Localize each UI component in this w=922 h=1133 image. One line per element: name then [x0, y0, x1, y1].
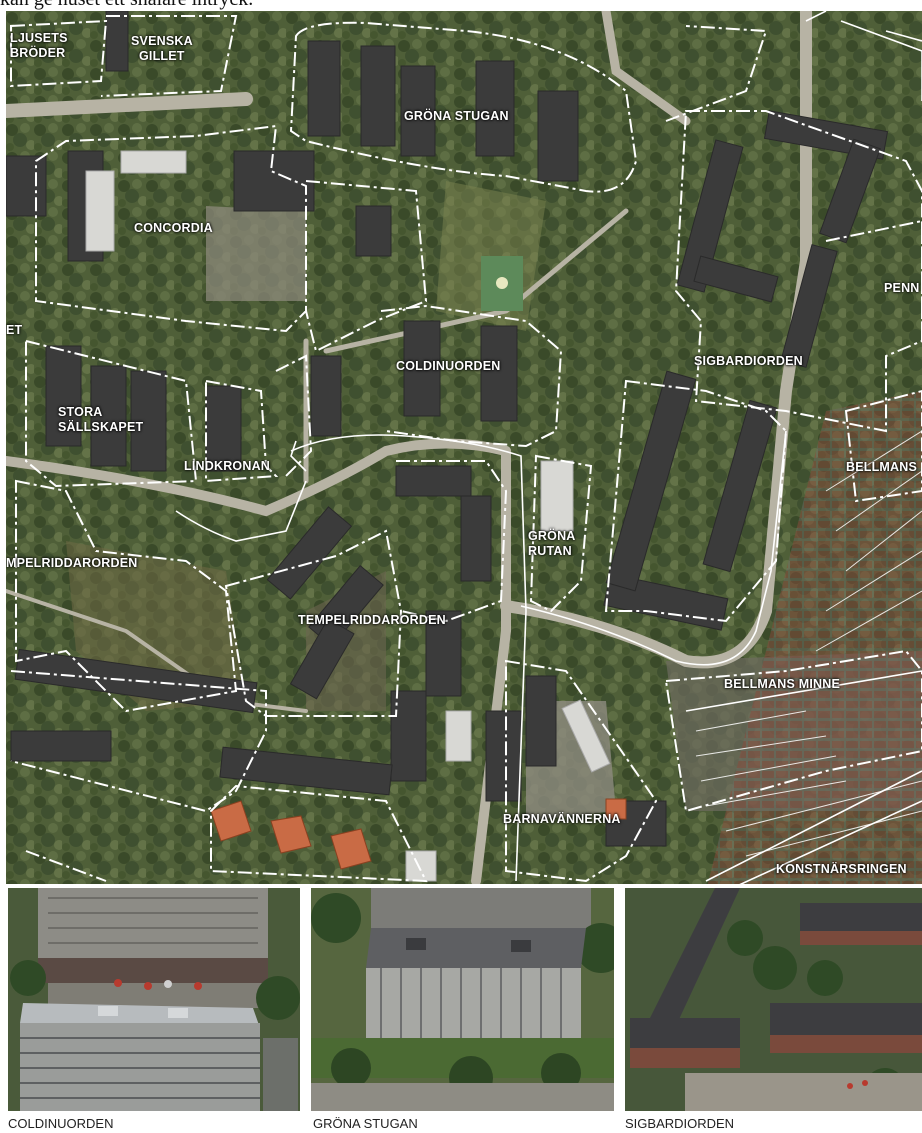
label-sigbardiorden: SIGBARDIORDEN — [694, 354, 803, 368]
aerial-map-graphic — [6, 11, 922, 884]
photo-grona-stugan — [311, 888, 614, 1111]
photo-sigbardiorden-graphic — [625, 888, 922, 1111]
label-lindkronan: LINDKRONAN — [184, 459, 271, 473]
photo-caption-grona-stugan: GRÖNA STUGAN — [313, 1116, 418, 1131]
photo-coldinuorden — [8, 888, 300, 1111]
label-konstnarsringen: KONSTNÄRSRINGEN — [776, 862, 907, 876]
photo-sigbardiorden — [625, 888, 922, 1111]
label-coldinuorden: COLDINUORDEN — [396, 359, 501, 373]
photo-caption-sigbardiorden: SIGBARDIORDEN — [625, 1116, 735, 1131]
label-grona-stugan: GRÖNA STUGAN — [404, 109, 509, 123]
label-bellmans: BELLMANS — [846, 460, 918, 474]
photo-coldinuorden-graphic — [8, 888, 300, 1111]
label-mpelriddarorden: MPELRIDDARORDEN — [6, 556, 138, 570]
photo-caption-coldinuorden: COLDINUORDEN — [8, 1116, 114, 1131]
label-et: ET — [6, 323, 23, 337]
photo-strip: COLDINUORDEN GRÖNA STUGAN SIGBARDIORDEN — [0, 884, 922, 1133]
label-barnavannerna: BARNAVÄNNERNA — [503, 812, 621, 826]
label-tempelriddarorden: TEMPELRIDDARORDEN — [298, 613, 446, 627]
top-caption-text: kan ge huset ett snålare intryck. — [0, 0, 922, 12]
photo-grona-stugan-graphic — [311, 888, 614, 1111]
label-concordia: CONCORDIA — [134, 221, 213, 235]
label-penn: PENN — [884, 281, 920, 295]
label-bellmans-minne: BELLMANS MINNE — [724, 677, 840, 691]
